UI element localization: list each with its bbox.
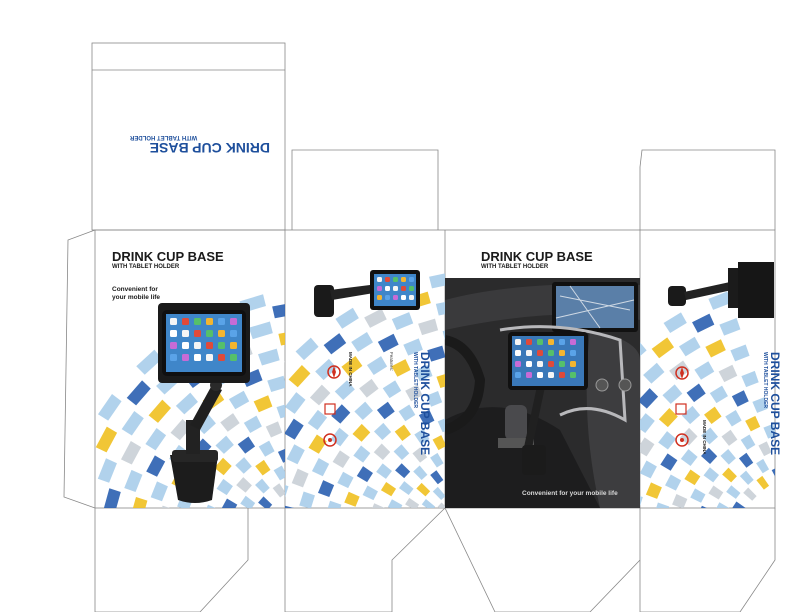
front-subtitle: WITH TABLET HOLDER <box>112 264 180 270</box>
side1-title: DRINK CUP BASE <box>418 352 432 456</box>
side1-features-heading: Features: <box>389 352 394 372</box>
side2-made-in: MADE IN CHINA <box>702 420 707 455</box>
side2-checker-pattern <box>640 291 775 508</box>
front-tagline-line2: your mobile life <box>112 294 161 301</box>
front-tablet-holder <box>158 303 250 503</box>
side1-made-in: MADE IN CHINA <box>348 352 353 387</box>
side2-subtitle: WITH TABLET HOLDER <box>762 352 768 409</box>
front-tagline-line1: Convenient for <box>112 286 158 293</box>
side1-branding: DRINK CUP BASE WITH TABLET HOLDER <box>412 352 432 455</box>
side2-title: DRINK CUP BASE <box>768 352 782 456</box>
side1-checker-pattern <box>285 273 445 508</box>
side1-cert-icons <box>323 365 341 447</box>
back-panel-branding: DRINK CUP BASE WITH TABLET HOLDER <box>481 249 593 270</box>
back-subtitle: WITH TABLET HOLDER <box>481 264 549 270</box>
top-flap-branding: DRINK CUP BASE WITH TABLET HOLDER <box>130 134 270 156</box>
back-tagline: Convenient for your mobile life <box>522 490 618 497</box>
side1-tablet-holder <box>314 270 420 317</box>
side2-tablet-holder <box>668 262 774 318</box>
front-title: DRINK CUP BASE <box>112 249 224 264</box>
back-title: DRINK CUP BASE <box>481 249 593 264</box>
side2-cert-icons <box>675 366 689 447</box>
top-flap-title: DRINK CUP BASE <box>149 140 270 156</box>
side2-branding: DRINK CUP BASE WITH TABLET HOLDER <box>762 352 782 455</box>
front-tagline: Convenient for your mobile life <box>112 286 160 302</box>
front-panel-branding: DRINK CUP BASE WITH TABLET HOLDER <box>112 249 224 270</box>
side1-subtitle: WITH TABLET HOLDER <box>412 352 418 409</box>
side1-features: Features: <box>388 352 394 371</box>
car-interior-photo <box>445 278 640 508</box>
